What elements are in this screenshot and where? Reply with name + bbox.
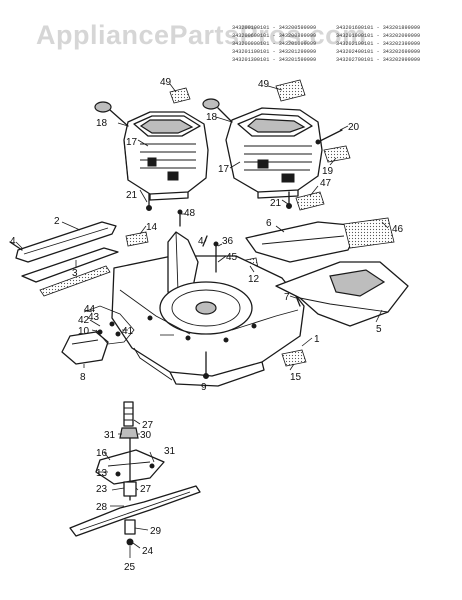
callout-45: 45 — [226, 252, 238, 263]
callout-28: 28 — [96, 502, 108, 513]
engine-bolts — [146, 191, 292, 211]
callout-5: 5 — [376, 324, 382, 335]
callout-18: 18 — [206, 112, 218, 123]
callout-2: 2 — [54, 216, 60, 227]
callout-48: 48 — [184, 208, 196, 219]
deck-hardware — [177, 209, 219, 379]
callout-15: 15 — [290, 372, 302, 383]
callout-3: 3 — [72, 268, 78, 279]
watermark-logo: AppliancePartsPros.com — [36, 20, 367, 50]
callout-numbers: 18 18 17 17 49 49 20 19 21 21 47 2 4 3 1… — [10, 77, 404, 573]
bracket-2 — [15, 221, 117, 263]
callout-41: 41 — [122, 326, 134, 337]
callout-10: 10 — [78, 326, 90, 337]
callout-30: 30 — [140, 430, 152, 441]
decal-46 — [343, 217, 395, 249]
callout-1: 1 — [314, 334, 320, 345]
model-range: 343201300101 - 343201599999 — [232, 57, 316, 63]
callout-21: 21 — [126, 190, 138, 201]
callout-46: 46 — [392, 224, 404, 235]
callout-49: 49 — [258, 79, 270, 90]
callout-17: 17 — [218, 164, 230, 175]
model-range: 343201900101 - 343202099999 — [336, 33, 420, 39]
model-range: 343200900101 - 343201099999 — [232, 41, 316, 47]
model-range: 343202400101 - 343202699999 — [336, 49, 420, 55]
callout-49: 49 — [160, 77, 172, 88]
plate-3 — [21, 247, 119, 283]
callout-42: 42 — [78, 315, 90, 326]
engine-left — [94, 87, 209, 201]
fuel-cap-knob — [94, 101, 112, 113]
callout-21: 21 — [270, 198, 282, 209]
label-decal-49-left — [169, 87, 191, 104]
callout-27: 27 — [140, 484, 152, 495]
fuel-cap-knob — [202, 98, 220, 110]
decal-47 — [295, 191, 325, 211]
callout-4: 4 — [10, 236, 16, 247]
callout-4: 4 — [198, 236, 204, 247]
callout-6: 6 — [266, 218, 272, 229]
callout-36: 36 — [222, 236, 234, 247]
callout-8: 8 — [80, 372, 86, 383]
handle-bracket-set — [9, 221, 119, 297]
callout-43: 43 — [88, 312, 100, 323]
callout-23: 23 — [96, 484, 108, 495]
callout-13: 13 — [96, 468, 108, 479]
callout-29: 29 — [150, 526, 162, 537]
blade-assembly — [69, 401, 201, 546]
decal-14 — [125, 231, 149, 247]
callout-31: 31 — [104, 430, 116, 441]
callout-27: 27 — [142, 420, 154, 431]
side-discharge-assembly — [61, 305, 135, 365]
model-range: 343201600101 - 343201899999 — [336, 25, 420, 31]
engine-right — [202, 79, 351, 199]
label-decal-49-right — [275, 79, 306, 102]
decal-15 — [281, 349, 307, 367]
mower-deck — [111, 231, 305, 387]
model-range: 343202100101 - 343202399999 — [336, 41, 420, 47]
callout-18: 18 — [96, 118, 108, 129]
callout-14: 14 — [146, 222, 158, 233]
callout-17: 17 — [126, 137, 138, 148]
callout-24: 24 — [142, 546, 154, 557]
model-range: 343200100101 - 343200599999 — [232, 25, 316, 31]
callout-12: 12 — [248, 274, 260, 285]
model-range: 343202700101 - 343202999999 — [336, 57, 420, 63]
callout-9: 9 — [201, 382, 207, 393]
callout-19: 19 — [322, 166, 334, 177]
callout-7: 7 — [284, 292, 290, 303]
model-range: 343200600101 - 343200899999 — [232, 33, 316, 39]
callout-25: 25 — [124, 562, 136, 573]
callout-16: 16 — [96, 448, 108, 459]
callout-44: 44 — [84, 304, 96, 315]
deflector-6 — [245, 221, 361, 263]
rear-guard-assembly — [245, 191, 409, 327]
callout-31: 31 — [164, 446, 176, 457]
callout-47: 47 — [320, 178, 332, 189]
callout-20: 20 — [348, 122, 360, 133]
model-range: 343201100101 - 343201299999 — [232, 49, 316, 55]
model-number-table: 343200100101 - 343200599999 343200600101… — [232, 25, 420, 63]
leader-lines — [15, 83, 389, 558]
